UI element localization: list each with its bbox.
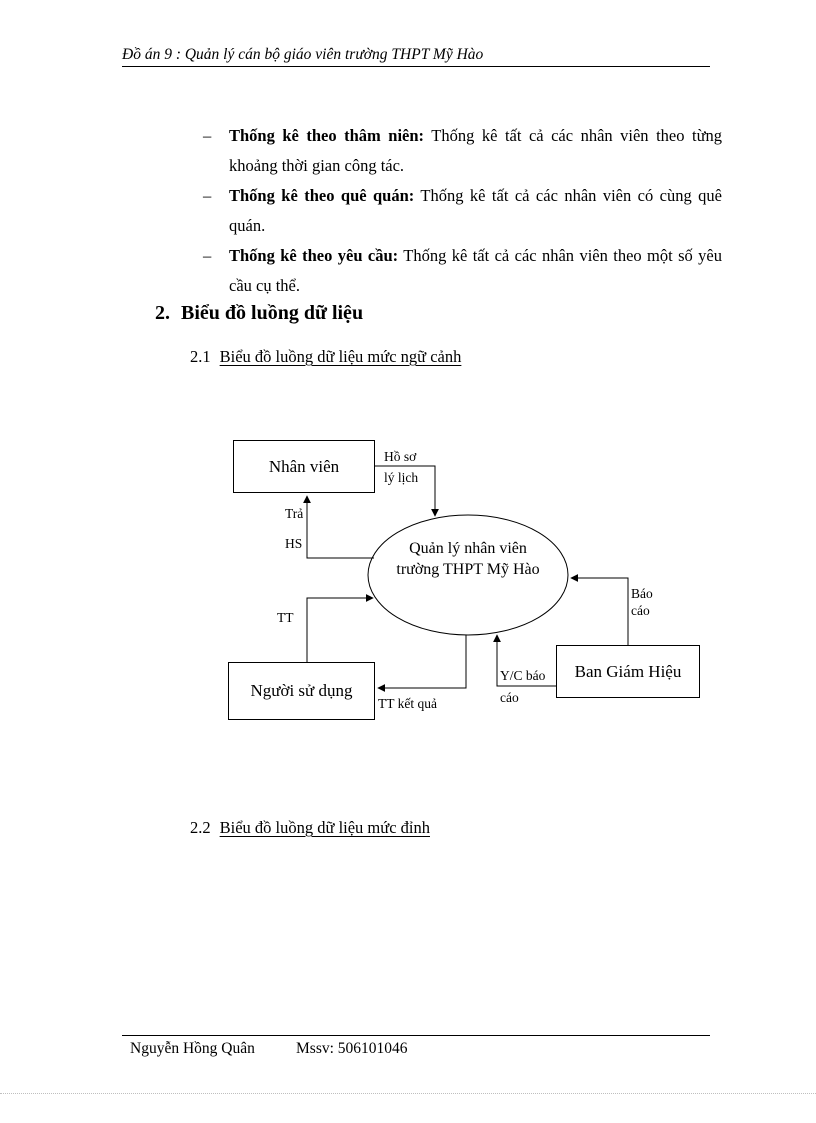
- footer-author: Nguyễn Hồng Quân: [130, 1040, 255, 1057]
- list-item-text: Thống kê tất cả các nhân viên có cùng qu…: [229, 186, 723, 235]
- process-label: Quản lý nhân viên trường THPT Mỹ Hào: [396, 540, 540, 578]
- list-item-text: Thống kê tất cả các nhân viên theo một s…: [229, 246, 722, 295]
- flow-label-yc-baocao-line2: cáo: [500, 690, 519, 705]
- flow-label-tt-ketqua: TT kết quả: [378, 696, 437, 711]
- list-item-label: Thống kê theo thâm niên:: [229, 126, 425, 145]
- subsection-heading-2-2: 2.2 Biểu đồ luồng dữ liệu mức đỉnh: [190, 818, 430, 838]
- subsection-number: 2.2: [190, 818, 211, 837]
- entity-nguoi-su-dung: Người sử dụng: [228, 662, 375, 720]
- statistics-bullet-list: – Thống kê theo thâm niên: Thống kê tất …: [203, 121, 722, 301]
- list-item: – Thống kê theo thâm niên: Thống kê tất …: [203, 121, 722, 181]
- header-rule: [122, 66, 710, 67]
- flow-label-tt: TT: [277, 610, 294, 625]
- entity-nhan-vien: Nhân viên: [233, 440, 375, 493]
- flow-label-hoso: Hồ sơ: [384, 449, 417, 464]
- footer-rule: [122, 1035, 710, 1036]
- section-title: Biểu đồ luồng dữ liệu: [181, 302, 364, 324]
- subsection-title: Biểu đồ luồng dữ liệu mức ngữ cảnh: [219, 347, 462, 366]
- list-item-label: Thống kê theo quê quán:: [229, 186, 415, 205]
- flow-label-yc-baocao-line1: Y/C báo: [500, 668, 546, 683]
- bullet-dash: –: [203, 126, 212, 145]
- footer-student-id: Mssv: 506101046: [296, 1040, 408, 1057]
- flow-tra-hs-arrow: [303, 495, 374, 559]
- list-item-text: Thống kê tất cả các nhân viên theo từng …: [229, 126, 723, 175]
- flow-baocao-arrow: [570, 574, 629, 645]
- section-heading: 2. Biểu đồ luồng dữ liệu: [155, 302, 363, 325]
- flow-label-tra: Trả: [285, 506, 304, 521]
- flow-label-baocao-line2: cáo: [631, 603, 650, 618]
- flow-label-hs: HS: [285, 536, 303, 551]
- bullet-dash: –: [203, 246, 212, 265]
- list-item: – Thống kê theo quê quán: Thống kê tất c…: [203, 181, 722, 241]
- entity-ban-giam-hieu: Ban Giám Hiệu: [556, 645, 700, 698]
- flow-tt-ketqua-arrow: [377, 635, 467, 692]
- flow-label-baocao-line1: Báo: [631, 586, 653, 601]
- subsection-heading-2-1: 2.1 Biểu đồ luồng dữ liệu mức ngữ cảnh: [190, 347, 461, 367]
- list-item-label: Thống kê theo yêu cầu:: [229, 246, 399, 265]
- flow-label-lylich: lý lịch: [384, 470, 419, 485]
- subsection-title: Biểu đồ luồng dữ liệu mức đỉnh: [219, 818, 430, 837]
- page-header-title: Đồ án 9 : Quản lý cán bộ giáo viên trườn…: [122, 46, 484, 63]
- bullet-dash: –: [203, 186, 212, 205]
- section-number: 2.: [155, 302, 170, 324]
- list-item: – Thống kê theo yêu cầu: Thống kê tất cả…: [203, 241, 722, 301]
- subsection-number: 2.1: [190, 347, 211, 366]
- flow-tt-arrow: [306, 594, 374, 662]
- page-bottom-dotted-rule: [0, 1093, 816, 1094]
